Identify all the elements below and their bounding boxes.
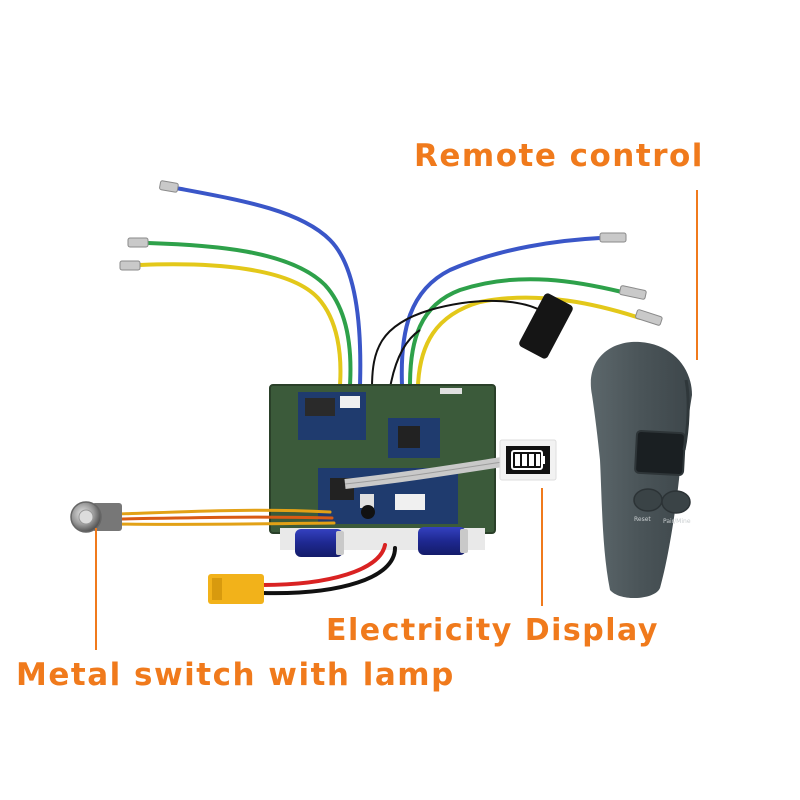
antenna-wire-2: [389, 329, 421, 389]
electricity-display-label: Electricity Display: [326, 613, 659, 648]
antenna-pad: [519, 293, 573, 359]
wire-blue-left: [174, 186, 363, 387]
remote-control-label: Remote control: [414, 138, 704, 174]
antenna-wire: [371, 299, 541, 389]
capacitor-left: [295, 529, 344, 557]
wire-green-right: [408, 277, 624, 387]
xt60-connector: [208, 574, 264, 604]
left-wire-bundle: [138, 186, 363, 387]
power-leads: [260, 543, 397, 596]
remote-control-leader-line: [696, 190, 698, 360]
metal-switch-label: Metal switch with lamp: [16, 657, 455, 693]
remote-button-label-left: Reset: [634, 516, 651, 523]
remote-control-device: [590, 341, 692, 599]
wire-blue-right: [399, 236, 602, 387]
electricity-display-module: [499, 439, 557, 481]
switch-wires: [116, 508, 336, 526]
left-terminals: [119, 180, 179, 271]
wire-green-left: [146, 241, 353, 387]
wire-yellow-left: [138, 262, 343, 387]
right-terminals: [599, 232, 663, 326]
remote-button-label-right: Pair/Mine: [663, 518, 691, 525]
metal-switch: [70, 501, 122, 533]
capacitor-right: [418, 527, 468, 555]
metal-switch-leader-line: [95, 528, 97, 650]
electricity-display-leader-line: [541, 488, 543, 606]
